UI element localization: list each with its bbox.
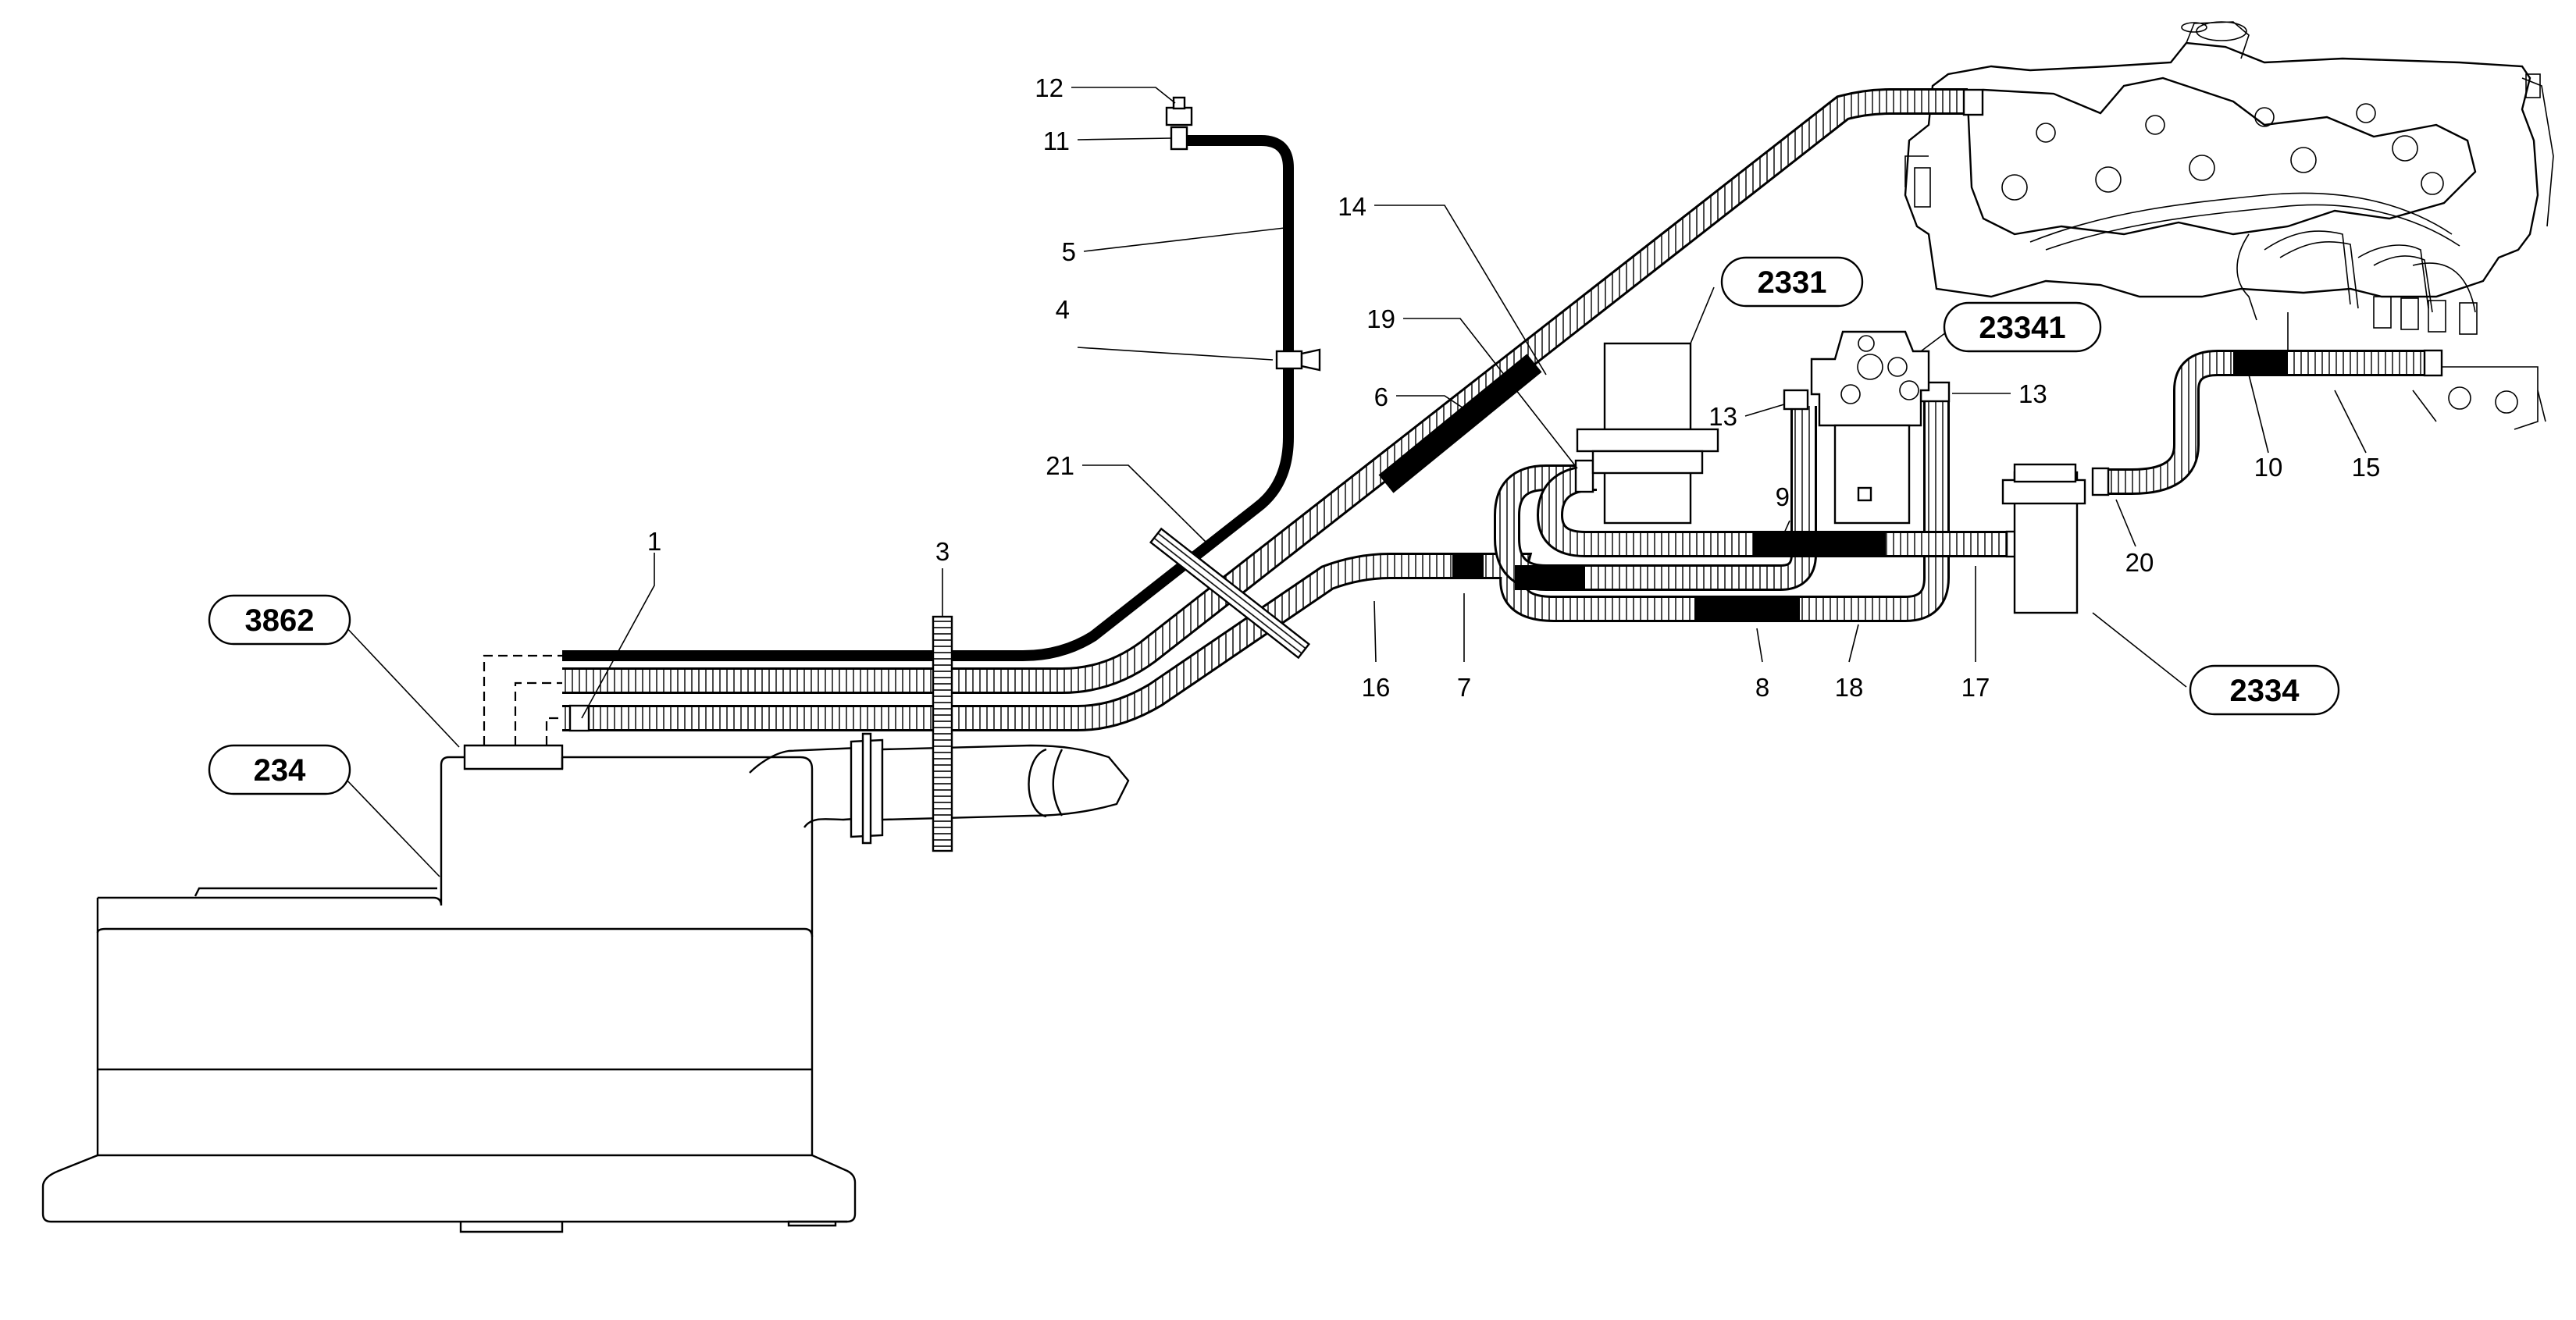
callout-3862: 3862	[208, 594, 351, 646]
label-1: 1	[647, 527, 661, 556]
leader-lines	[343, 87, 2367, 877]
hose-5	[562, 135, 1294, 661]
label-13b: 13	[2018, 379, 2047, 408]
callout-2331: 2331	[1720, 256, 1864, 308]
label-19: 19	[1366, 304, 1395, 333]
filter-23341	[1810, 330, 1930, 525]
callout-234-text: 234	[254, 753, 306, 788]
label-21: 21	[1046, 451, 1074, 480]
label-8: 8	[1755, 673, 1769, 702]
label-12: 12	[1035, 73, 1064, 102]
label-5: 5	[1062, 237, 1076, 266]
callout-3862-text: 3862	[245, 603, 315, 638]
label-17: 17	[1961, 673, 1990, 702]
label-15: 15	[2352, 453, 2381, 482]
label-4: 4	[1056, 295, 1070, 324]
callout-2334-text: 2334	[2230, 674, 2300, 708]
label-9: 9	[1776, 482, 1790, 511]
clamp-21	[1149, 527, 1311, 660]
label-20: 20	[2125, 548, 2154, 577]
clamp-3	[932, 615, 953, 852]
label-3: 3	[935, 537, 950, 566]
engine-block	[1904, 21, 2554, 430]
callout-2331-text: 2331	[1758, 265, 1827, 300]
label-10: 10	[2254, 453, 2283, 482]
label-7: 7	[1457, 673, 1471, 702]
pump-2331	[1576, 342, 1719, 525]
tank-dashed-links	[483, 654, 562, 745]
hose-16	[562, 553, 1476, 731]
label-11: 11	[1043, 126, 1070, 155]
fuel-tank	[41, 744, 857, 1233]
fitting-11-12	[1165, 96, 1193, 151]
label-16: 16	[1362, 673, 1391, 702]
black-sleeves	[1452, 350, 2288, 621]
callout-23341: 23341	[1943, 301, 2102, 353]
label-6: 6	[1374, 382, 1388, 411]
hose-6-black-section	[1378, 354, 1542, 493]
callout-2334: 2334	[2189, 664, 2340, 716]
hose-fittings	[568, 88, 2443, 732]
label-18: 18	[1835, 673, 1864, 702]
callout-234: 234	[208, 744, 351, 795]
label-13a: 13	[1708, 402, 1737, 431]
filter-2334	[2001, 463, 2086, 614]
callout-23341-text: 23341	[1979, 311, 2065, 345]
label-14: 14	[1338, 192, 1366, 221]
fitting-4	[1275, 348, 1321, 372]
